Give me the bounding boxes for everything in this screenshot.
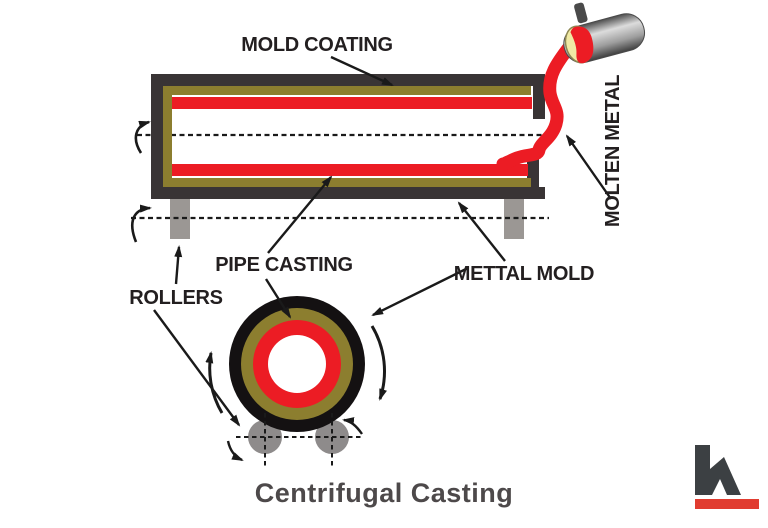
ladle-handle-stub — [574, 2, 588, 24]
rotation-arrow-section-left — [205, 351, 224, 414]
arrow-mettal-mold-section — [371, 266, 469, 317]
pouring-ladle — [563, 2, 646, 64]
pipe-casting-label: PIPE CASTING — [215, 254, 353, 276]
rotation-arrow-roller-right — [342, 417, 363, 435]
ladle-molten-metal — [570, 26, 594, 64]
arrow-molten-metal — [565, 134, 612, 200]
section-bore — [268, 335, 326, 393]
pipe-cross-section — [229, 296, 365, 432]
brand-logo — [695, 445, 759, 509]
mold-left-leg — [170, 198, 190, 239]
mold-coating-label: MOLD COATING — [241, 34, 393, 56]
arrow-mettal-mold-top — [457, 201, 506, 262]
rotation-arrow-roller-left — [226, 440, 244, 462]
logo-bar — [695, 445, 710, 495]
mold-coating-layer — [163, 86, 531, 187]
rotation-arrow-roller-axis — [131, 204, 152, 243]
logo-underline — [695, 499, 759, 509]
molten-metal-label: MOLTEN METAL — [602, 74, 624, 228]
mettal-mold-label: METTAL MOLD — [453, 263, 595, 285]
arrow-rollers-leg — [174, 245, 183, 285]
pipe-casting-layer — [172, 97, 532, 176]
arrow-pipe-casting-section — [264, 278, 292, 319]
rotation-arrow-mold-axis — [134, 120, 151, 154]
logo-peak — [710, 457, 741, 495]
arrow-mold-coating — [330, 55, 394, 87]
diagram-title: Centrifugal Casting — [254, 478, 514, 508]
arrow-rollers-wheels — [153, 309, 241, 427]
roller-crosshairs — [236, 413, 362, 468]
rollers-label: ROLLERS — [129, 287, 223, 309]
arrow-pipe-casting-mold — [267, 175, 333, 254]
rotation-arrow-section-right — [370, 325, 387, 401]
molten-metal-stream — [496, 39, 577, 171]
